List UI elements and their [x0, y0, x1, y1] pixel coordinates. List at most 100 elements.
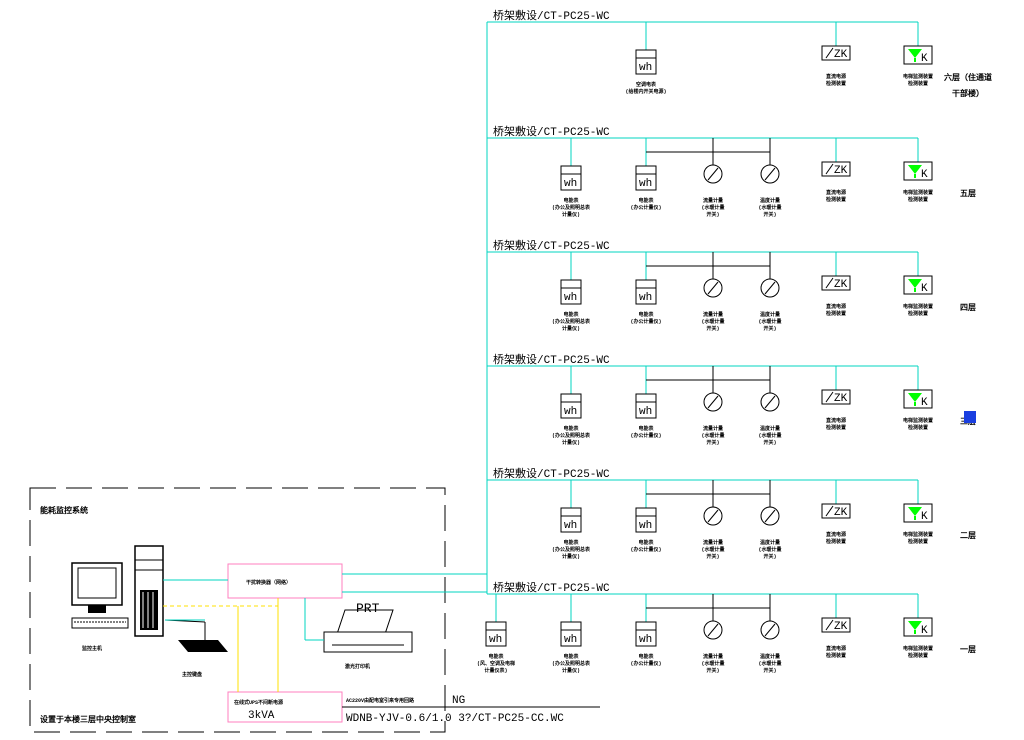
- meter-text: wh: [564, 292, 577, 304]
- power-suffix: NG: [452, 695, 465, 707]
- elevator-monitor-icon: K: [903, 45, 933, 65]
- cable-spec: WDNB-YJV-0.6/1.0 3?/CT-PC25-CC.WC: [346, 713, 564, 725]
- meter-caption: 电能表(办公及照明总表计量仪): [552, 653, 591, 674]
- gauge-caption: 温度计量(水暖计量开关): [758, 311, 781, 332]
- flow-gauge-icon: [703, 164, 723, 184]
- gauge-caption: 温度计量(水暖计量开关): [758, 653, 781, 674]
- converter-label: 干扰转换器（网络）: [246, 579, 291, 586]
- keyboard-icon: [164, 619, 228, 652]
- feeder-label: 桥架敷设/CT-PC25-WC: [493, 124, 610, 139]
- alarm-caption: 电梯监测装置检测装置: [903, 417, 933, 431]
- zk-text: ZK: [834, 393, 848, 405]
- energy-meter-icon: wh: [560, 165, 582, 191]
- control-room-boundary: [29, 487, 446, 733]
- alarm-k-text: K: [921, 625, 928, 637]
- monitor-computer-icon: [71, 545, 164, 637]
- meter-text: wh: [564, 178, 577, 190]
- flow-gauge-icon: [703, 392, 723, 412]
- meter-caption: 电能表(办公及照明总表计量仪): [552, 197, 591, 218]
- network-converter: [227, 563, 343, 599]
- dc-power-monitor-icon: ZK: [821, 617, 851, 633]
- zk-text: ZK: [834, 165, 848, 177]
- energy-meter-icon: wh: [485, 621, 507, 647]
- feeder-label: 桥架敷设/CT-PC25-WC: [493, 580, 610, 595]
- alarm-k-text: K: [921, 53, 928, 65]
- gauge-caption: 温度计量(水暖计量开关): [758, 539, 781, 560]
- flow-gauge-icon: [703, 506, 723, 526]
- energy-meter-icon: wh: [635, 393, 657, 419]
- energy-meter-icon: wh: [635, 49, 657, 75]
- floor-label: 四层: [960, 303, 976, 313]
- computer-label: 监控主机: [82, 645, 102, 652]
- alarm-k-text: K: [921, 397, 928, 409]
- energy-meter-icon: wh: [560, 393, 582, 419]
- zk-caption: 直流电源检测装置: [826, 189, 846, 203]
- dc-power-monitor-icon: ZK: [821, 503, 851, 519]
- flow-gauge-icon: [760, 392, 780, 412]
- energy-meter-icon: wh: [635, 279, 657, 305]
- zk-text: ZK: [834, 507, 848, 519]
- meter-text: wh: [639, 520, 652, 532]
- feeder-label: 桥架敷设/CT-PC25-WC: [493, 466, 610, 481]
- control-room-label: 设置于本楼三层中央控制室: [40, 714, 136, 725]
- floor-label: 二层: [960, 531, 976, 541]
- meter-caption: 电能表(办公计量仪): [630, 653, 661, 667]
- meter-caption: 电能表(办公计量仪): [630, 197, 661, 211]
- alarm-caption: 电梯监测装置检测装置: [903, 73, 933, 87]
- power-label: AC220V由配电室引来专用回路: [346, 697, 415, 704]
- printer-text: PRT: [356, 601, 380, 616]
- dc-power-monitor-icon: ZK: [821, 389, 851, 405]
- floor-row: 桥架敷设/CT-PC25-WC wh wh ZK K 二层: [487, 466, 976, 541]
- meter-caption: 电能表(办公计量仪): [630, 539, 661, 553]
- meter-caption: 电能表(办公及照明总表计量仪): [552, 311, 591, 332]
- meter-caption: 电能表(风、空调及电梯计量仪表): [477, 653, 515, 674]
- meter-text: wh: [639, 62, 652, 74]
- alarm-caption: 电梯监测装置检测装置: [903, 189, 933, 203]
- elevator-monitor-icon: K: [903, 617, 933, 637]
- zk-caption: 直流电源检测装置: [826, 303, 846, 317]
- zk-text: ZK: [834, 621, 848, 633]
- floor-row: 桥架敷设/CT-PC25-WC wh wh ZK K 五层: [487, 124, 976, 199]
- meter-text: wh: [489, 634, 502, 646]
- meter-text: wh: [564, 634, 577, 646]
- meter-text: wh: [639, 634, 652, 646]
- zk-text: ZK: [834, 279, 848, 291]
- keyboard-label: 主控键盘: [182, 671, 202, 678]
- floor-label: 六层（住通道干部楼）: [944, 72, 992, 99]
- feeder-label: 桥架敷设/CT-PC25-WC: [493, 238, 610, 253]
- energy-meter-icon: wh: [635, 507, 657, 533]
- ups-capacity: 3kVA: [248, 710, 275, 722]
- zk-caption: 直流电源检测装置: [826, 645, 846, 659]
- printer-label: 激光打印机: [345, 663, 370, 670]
- gauge-caption: 流量计量(水暖计量开关): [701, 197, 724, 218]
- energy-meter-icon: wh: [560, 279, 582, 305]
- gauge-caption: 流量计量(水暖计量开关): [701, 539, 724, 560]
- meter-caption: 空调电表(给楼内开关电源): [625, 81, 666, 95]
- gauge-caption: 温度计量(水暖计量开关): [758, 425, 781, 446]
- zk-caption: 直流电源检测装置: [826, 531, 846, 545]
- flow-gauge-icon: [760, 620, 780, 640]
- energy-meter-icon: wh: [635, 621, 657, 647]
- floor-label: 五层: [960, 189, 976, 199]
- alarm-k-text: K: [921, 511, 928, 523]
- feeder-label: 桥架敷设/CT-PC25-WC: [493, 352, 610, 367]
- selection-marker: [964, 411, 976, 423]
- zk-text: ZK: [834, 49, 848, 61]
- alarm-caption: 电梯监测装置检测装置: [903, 303, 933, 317]
- floor-label: 一层: [960, 645, 976, 655]
- alarm-k-text: K: [921, 169, 928, 181]
- meter-caption: 电能表(办公计量仪): [630, 311, 661, 325]
- energy-meter-icon: wh: [560, 621, 582, 647]
- zk-caption: 直流电源检测装置: [826, 417, 846, 431]
- energy-meter-icon: wh: [560, 507, 582, 533]
- gauge-caption: 流量计量(水暖计量开关): [701, 311, 724, 332]
- floor-row: 桥架敷设/CT-PC25-WCwhwhZKK三层: [487, 352, 976, 427]
- gauge-caption: 温度计量(水暖计量开关): [758, 197, 781, 218]
- dc-power-monitor-icon: ZK: [821, 161, 851, 177]
- gauge-caption: 流量计量(水暖计量开关): [701, 653, 724, 674]
- flow-gauge-icon: [760, 278, 780, 298]
- energy-meter-icon: wh: [635, 165, 657, 191]
